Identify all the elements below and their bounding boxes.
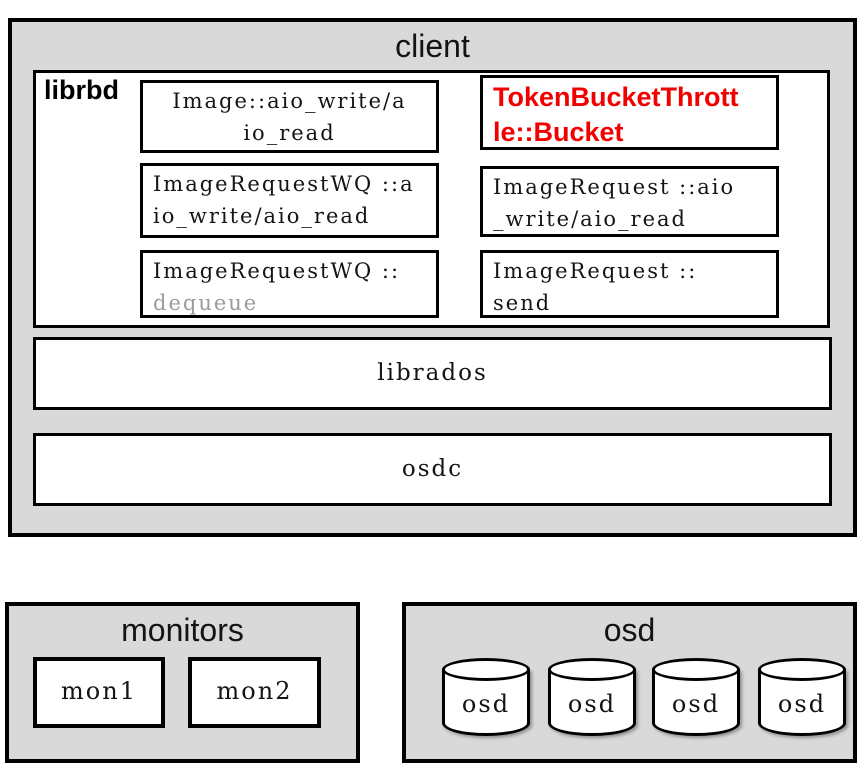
box-line-1: Image::aio_write/a — [172, 89, 407, 113]
client-title: client — [395, 28, 470, 64]
osd-cylinder-icon: osd — [652, 658, 740, 736]
librbd-label: librbd — [44, 75, 119, 105]
image-request-wq-dequeue-box: ImageRequestWQ :: dequeue — [140, 250, 439, 318]
osd-box: osd osd osd osd osd — [402, 602, 857, 763]
box-line-2: _write/aio_read — [493, 207, 687, 231]
box-line-1: TokenBucketThrott — [493, 82, 739, 112]
box-line-1: ImageRequest ::aio — [493, 175, 736, 199]
box-line-2: io_read — [243, 121, 336, 145]
osd-cylinder-icon: osd — [758, 658, 846, 736]
osd-node-label: osd — [671, 690, 721, 718]
box-line-1: ImageRequestWQ ::a — [153, 172, 415, 196]
osdc-label: osdc — [401, 456, 464, 482]
box-line-2: le::Bucket — [493, 117, 624, 147]
osdc-box: osdc — [33, 433, 832, 506]
image-request-aio-box: ImageRequest ::aio _write/aio_read — [480, 166, 779, 237]
cylinder-top — [652, 658, 740, 681]
box-line-2: dequeue — [153, 291, 259, 315]
osd-cylinder-icon: osd — [442, 658, 530, 736]
librbd-box: librbd Image::aio_write/a io_read TokenB… — [33, 70, 830, 328]
image-request-wq-aio-box: ImageRequestWQ ::a io_write/aio_read — [140, 163, 439, 238]
box-line-2: send — [493, 291, 552, 315]
cylinder-top — [548, 658, 636, 681]
token-bucket-throttle-box: TokenBucketThrott le::Bucket — [480, 75, 779, 150]
cylinder-top — [758, 658, 846, 681]
image-aio-write-read-box: Image::aio_write/a io_read — [140, 80, 439, 153]
client-box: client librbd Image::aio_write/a io_read… — [8, 18, 857, 537]
librados-box: librados — [33, 337, 832, 410]
cylinder-top — [442, 658, 530, 681]
mon1-label: mon1 — [61, 677, 137, 705]
mon1-box: mon1 — [33, 657, 165, 728]
monitors-title: monitors — [121, 612, 244, 648]
box-line-1: ImageRequestWQ :: — [153, 259, 401, 283]
monitors-box: monitors mon1 mon2 — [5, 602, 360, 763]
image-request-send-box: ImageRequest :: send — [480, 250, 779, 318]
mon2-label: mon2 — [216, 677, 293, 705]
osd-title: osd — [603, 612, 656, 648]
mon2-box: mon2 — [188, 657, 321, 728]
osd-node-label: osd — [567, 690, 617, 718]
osd-node-label: osd — [777, 690, 827, 718]
osd-node-label: osd — [461, 690, 511, 718]
box-line-1: ImageRequest :: — [493, 259, 698, 283]
osd-cylinder-icon: osd — [548, 658, 636, 736]
box-line-2: io_write/aio_read — [153, 204, 371, 228]
librados-label: librados — [377, 360, 488, 386]
